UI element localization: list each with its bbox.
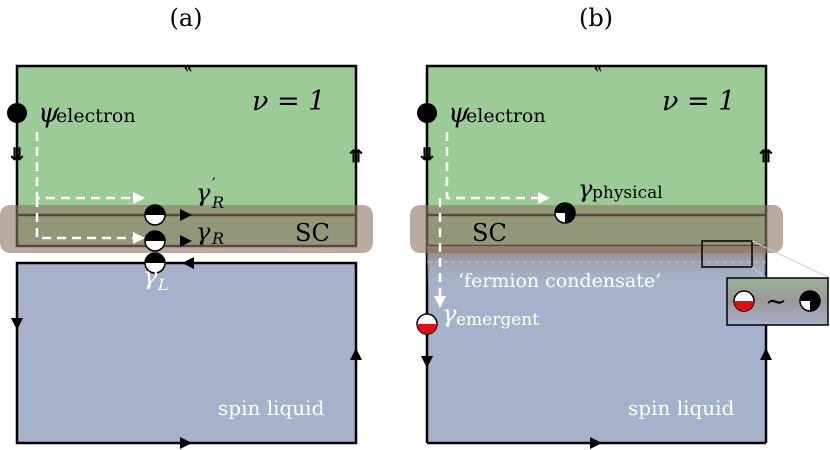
arrow-up-icon: [350, 348, 362, 360]
svg-text:′: ′: [212, 174, 216, 193]
svg-text:ψ: ψ: [448, 98, 470, 129]
svg-text:γ: γ: [143, 262, 158, 290]
spin-liquid-region-a: [15, 261, 358, 445]
majorana-l-icon: [144, 252, 166, 274]
panel-a-tag: (a): [169, 4, 202, 32]
majorana-r-prime-icon: [144, 204, 166, 226]
svg-text:γ: γ: [442, 300, 457, 328]
arrow-right-icon: [180, 235, 192, 247]
arrow-right-icon: [180, 209, 192, 221]
sc-label-a: SC: [295, 219, 330, 247]
psi-electron-label-a: ψ electron: [38, 98, 136, 129]
zoom-box: [701, 240, 753, 268]
psi-electron-label-b: ψ electron: [448, 98, 546, 129]
majorana-r-icon: [144, 230, 166, 252]
panel-a: (a) « ⇊ ⇈: [0, 4, 373, 449]
arrow-down-icon: [11, 318, 23, 330]
electron-dot-a: [7, 103, 27, 123]
svg-text:emergent: emergent: [456, 310, 539, 330]
majorana-emergent-inset-icon: [733, 290, 755, 312]
zoom-inset: ∼: [726, 277, 829, 326]
double-arrow-down-icon: ⇊: [10, 145, 24, 164]
arrow-right-icon: [590, 437, 602, 449]
arrow-down-icon: [421, 356, 433, 368]
svg-text:electron: electron: [466, 105, 546, 127]
sc-band-a: [0, 205, 373, 253]
path-arrowhead-icon: [133, 232, 145, 244]
majorana-physical-icon: [554, 202, 576, 224]
path-arrowhead-icon: [434, 296, 446, 308]
arrow-up-icon: [760, 348, 772, 360]
sc-label-b: SC: [472, 219, 507, 247]
gamma-l-label: γ L: [143, 262, 169, 294]
svg-text:γ: γ: [196, 218, 211, 246]
spin-liquid-label-b: spin liquid: [628, 396, 735, 420]
electron-dot-b: [417, 103, 437, 123]
tilde-symbol: ∼: [765, 287, 787, 317]
svg-text:R: R: [211, 229, 224, 248]
panel-b: (b) « ⇊ ⇈: [410, 4, 830, 449]
svg-text:R: R: [211, 193, 224, 212]
zoom-line-top: [751, 240, 830, 279]
nu-label-a: ν = 1: [252, 86, 325, 117]
majorana-emergent-icon: [416, 313, 438, 335]
svg-text:physical: physical: [592, 183, 663, 203]
gamma-physical-label: γ physical: [578, 175, 663, 203]
double-arrow-up-icon: ⇈: [759, 147, 773, 166]
double-arrow-left-icon: «: [184, 57, 193, 76]
svg-text:L: L: [157, 275, 169, 294]
nu-label-b: ν = 1: [662, 86, 735, 117]
svg-text:γ: γ: [578, 175, 593, 203]
panel-b-tag: (b): [579, 4, 613, 32]
arrow-right-icon: [180, 437, 192, 449]
path-arrowhead-icon: [133, 192, 145, 204]
spin-liquid-label-a: spin liquid: [218, 396, 325, 420]
arrow-left-icon: [182, 257, 194, 269]
majorana-physical-inset-icon: [799, 290, 821, 312]
svg-text:ψ: ψ: [38, 98, 60, 129]
dashed-path-lower-a: [35, 198, 135, 240]
gamma-emergent-label: γ emergent: [442, 300, 539, 330]
svg-text:electron: electron: [56, 105, 136, 127]
double-arrow-up-icon: ⇈: [349, 147, 363, 166]
dashed-path-upper-b: [445, 132, 540, 200]
double-arrow-left-icon: «: [594, 57, 603, 76]
gamma-r-label: γ R: [196, 218, 224, 248]
gamma-r-prime-label: γ ′ R: [196, 174, 224, 212]
sc-band-b: [410, 205, 783, 253]
condensate-label: ‘fermion condensate’: [458, 270, 661, 292]
double-arrow-down-icon: ⇊: [420, 145, 434, 164]
path-arrowhead-icon: [538, 192, 550, 204]
svg-text:γ: γ: [196, 179, 211, 207]
